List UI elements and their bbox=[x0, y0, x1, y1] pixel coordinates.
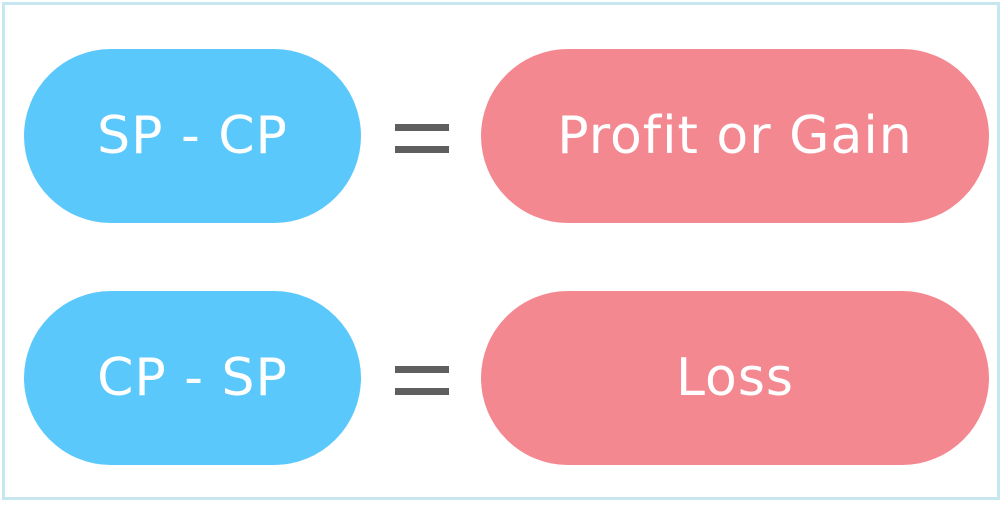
equals-sign bbox=[395, 49, 449, 223]
expression-pill: CP - SP bbox=[24, 291, 361, 465]
equals-sign bbox=[395, 291, 449, 465]
equals-bar-bottom bbox=[395, 146, 449, 153]
result-pill: Loss bbox=[481, 291, 989, 465]
result-label: Profit or Gain bbox=[557, 106, 913, 166]
equation-row-loss: CP - SP Loss bbox=[5, 291, 997, 465]
equation-row-profit: SP - CP Profit or Gain bbox=[5, 49, 997, 223]
equals-bar-top bbox=[395, 124, 449, 131]
equals-bar-bottom bbox=[395, 388, 449, 395]
result-label: Loss bbox=[675, 348, 795, 408]
diagram-frame: SP - CP Profit or Gain CP - SP Loss bbox=[2, 2, 1000, 500]
result-pill: Profit or Gain bbox=[481, 49, 989, 223]
expression-label: CP - SP bbox=[97, 348, 288, 408]
expression-label: SP - CP bbox=[97, 106, 288, 166]
expression-pill: SP - CP bbox=[24, 49, 361, 223]
equals-bar-top bbox=[395, 366, 449, 373]
